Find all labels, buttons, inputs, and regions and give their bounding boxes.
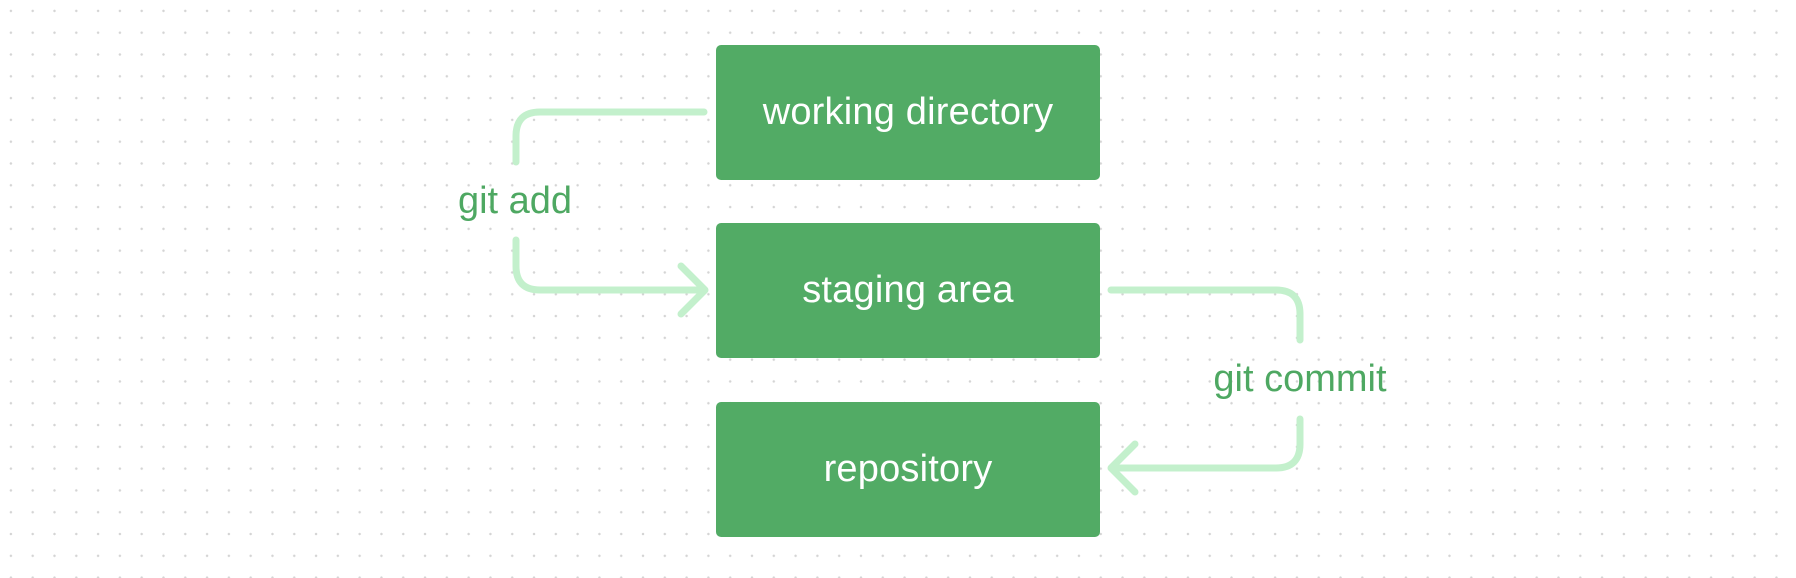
git-commit-connector-lower <box>1110 415 1304 472</box>
git-add-connector-upper <box>512 108 708 166</box>
edge-label-git-add: git add <box>457 180 573 222</box>
edge-label-git-commit: git commit <box>1213 358 1387 400</box>
node-staging-area[interactable]: staging area <box>716 223 1100 358</box>
node-working-directory[interactable]: working directory <box>716 45 1100 180</box>
git-commit-arrowhead <box>1107 440 1139 496</box>
node-working-directory-label: working directory <box>762 91 1054 133</box>
node-repository-label: repository <box>823 448 993 490</box>
node-repository[interactable]: repository <box>716 402 1100 537</box>
git-add-connector-lower <box>512 236 706 294</box>
git-commit-connector-upper <box>1107 286 1304 344</box>
node-staging-area-label: staging area <box>802 269 1014 311</box>
git-add-arrowhead <box>677 262 709 318</box>
